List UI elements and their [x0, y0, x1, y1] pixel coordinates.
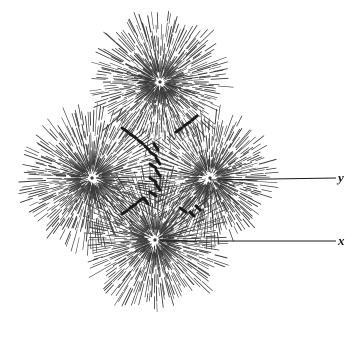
chromosome-5: [184, 122, 190, 126]
chromosome-20: [190, 212, 194, 216]
aster-left-centrosome: [90, 176, 93, 179]
chromosome-4: [176, 128, 182, 132]
aster-bottom-centrosome: [153, 238, 156, 241]
chromosome-17: [130, 204, 136, 208]
asters-group: [19, 12, 278, 312]
chromosome-2: [138, 140, 143, 144]
label-x: x: [337, 233, 345, 248]
chromosome-1: [130, 134, 136, 138]
label-y: y: [336, 170, 344, 185]
aster-right-centrosome: [208, 176, 211, 179]
aster-top-centrosome: [158, 80, 161, 83]
chromosome-3: [145, 146, 149, 150]
